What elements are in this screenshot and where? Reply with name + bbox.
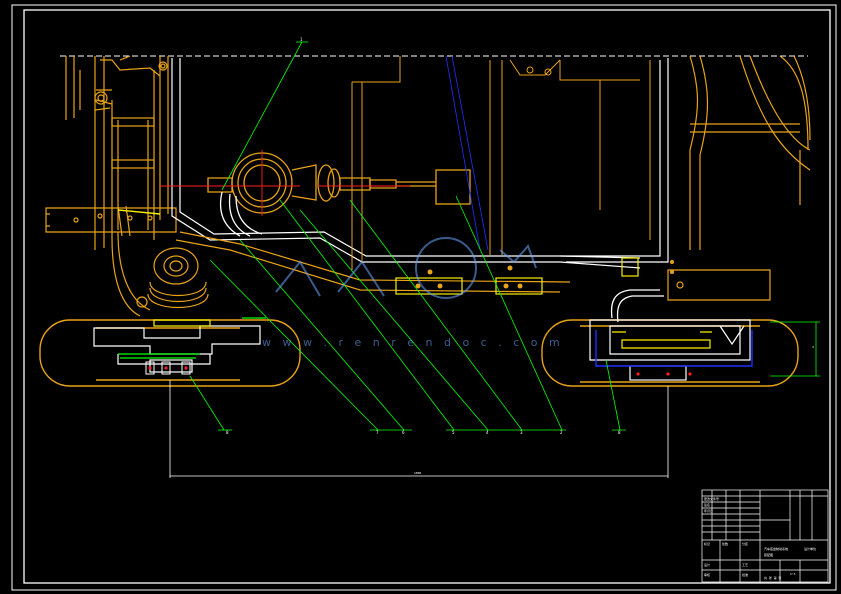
callout-3: 7 xyxy=(376,430,379,435)
yellow-rod xyxy=(117,209,161,215)
title-block-row-5: 签名 xyxy=(704,502,710,507)
title-block-role-2: 审核 xyxy=(704,572,710,577)
title-block-role-4: 批准 xyxy=(742,572,748,577)
title-block-sheet: 共 张 第 张 xyxy=(764,575,781,580)
left-crossmember xyxy=(45,205,177,237)
title-block-scale: 1:5 xyxy=(790,572,796,576)
right-brake-assembly xyxy=(589,319,751,381)
callout-9: 8 xyxy=(618,430,621,435)
width-dimension xyxy=(169,380,669,478)
callout-2: 8 xyxy=(226,430,229,435)
callouts: 1 8 7 6 5 4 3 2 8 xyxy=(226,37,621,435)
watermark-text: w w w . r e n r e n d o c . c o m xyxy=(262,336,564,349)
left-tire xyxy=(39,319,301,387)
callout-7: 3 xyxy=(520,430,523,435)
title-block-row-1: 标记 xyxy=(704,541,710,546)
trailing-arm xyxy=(171,58,669,293)
title-block-role-1: 设计 xyxy=(704,562,710,567)
brake-hoses xyxy=(219,191,664,323)
bolts xyxy=(415,260,674,289)
inner-border xyxy=(23,9,831,584)
coil-spring xyxy=(111,231,209,317)
axis-lines xyxy=(445,55,489,251)
body-panels xyxy=(351,56,651,270)
outer-border xyxy=(11,4,837,591)
watermark-logo xyxy=(275,237,537,299)
callout-4: 6 xyxy=(402,430,405,435)
right-tire xyxy=(541,319,799,387)
left-yellow-pad xyxy=(153,319,211,327)
title-block xyxy=(701,489,829,583)
width-dimension-text: 1800 xyxy=(414,471,421,475)
callout-8: 2 xyxy=(560,430,563,435)
callout-1: 1 xyxy=(300,37,303,42)
mid-bracket xyxy=(395,257,639,295)
title-block-row-2: 处数 xyxy=(722,541,728,546)
left-red-bolts xyxy=(148,366,188,370)
title-block-row-3: 分区 xyxy=(742,541,748,546)
right-blue-shoe xyxy=(595,330,753,367)
right-studs xyxy=(636,372,692,376)
right-yellow-pad xyxy=(612,331,712,349)
leader-lines xyxy=(189,41,626,431)
callout-5: 5 xyxy=(452,430,455,435)
title-block-row-4: 更改文件号 xyxy=(704,496,719,501)
right-structure xyxy=(667,55,811,301)
title-block-title: 汽车底盘制动系统 xyxy=(764,546,788,551)
brake-hub xyxy=(207,152,471,214)
right-dimension xyxy=(770,321,820,377)
title-block-subtitle: 装配图 xyxy=(764,552,773,557)
left-strut xyxy=(65,55,169,250)
left-green-seal xyxy=(118,317,266,359)
right-dimension-text: 4 xyxy=(812,345,814,349)
callout-6: 4 xyxy=(486,430,489,435)
title-block-role-3: 工艺 xyxy=(742,562,748,567)
title-block-company: 设计单位 xyxy=(804,546,816,551)
title-block-row-6: 年月日 xyxy=(704,508,713,513)
left-studs xyxy=(145,361,191,375)
left-brake-assembly xyxy=(93,325,261,373)
